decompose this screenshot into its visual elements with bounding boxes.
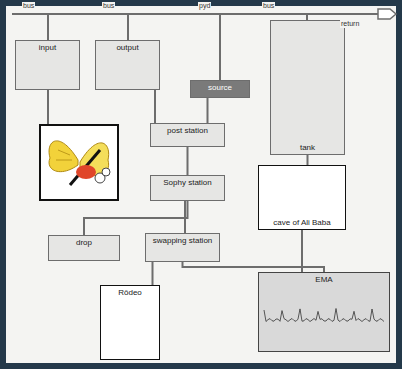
node-label: output xyxy=(113,41,141,54)
connector xyxy=(185,201,186,233)
source-bar: source xyxy=(190,80,250,98)
node-label: Rôdeo xyxy=(115,286,145,299)
connector xyxy=(302,230,303,272)
connector xyxy=(207,98,208,123)
connector xyxy=(84,201,188,235)
node-label: cave of Ali Baba xyxy=(270,216,333,229)
node-label: Sophy station xyxy=(160,176,214,189)
node-label: tank xyxy=(297,141,318,154)
node-label: swapping station xyxy=(150,234,216,247)
node-label: source xyxy=(205,81,235,94)
bus-label: pyd xyxy=(198,2,211,10)
bus-label: return xyxy=(340,20,360,28)
connector xyxy=(307,155,308,165)
connector xyxy=(155,90,156,123)
connector xyxy=(152,262,153,285)
station-box: Sophy station xyxy=(150,175,225,201)
station-box: post station xyxy=(150,123,225,147)
signal-box: EMA xyxy=(258,272,390,352)
node-label: input xyxy=(36,41,59,54)
cave-box: cave of Ali Baba xyxy=(258,165,346,230)
figure-box: Rôdeo xyxy=(100,285,160,360)
connector xyxy=(187,147,188,175)
bus-label: bus xyxy=(262,2,275,10)
tank-box: tank xyxy=(270,20,345,155)
module-box: output xyxy=(95,40,160,90)
node-label: post station xyxy=(164,124,211,137)
bus-label: bus xyxy=(22,2,35,10)
bus-label: bus xyxy=(102,2,115,10)
process-box: drop xyxy=(48,235,120,261)
node-label: drop xyxy=(73,236,95,249)
module-box: input xyxy=(15,40,80,90)
station-box: swapping station xyxy=(145,233,220,262)
node-label: EMA xyxy=(312,273,335,286)
